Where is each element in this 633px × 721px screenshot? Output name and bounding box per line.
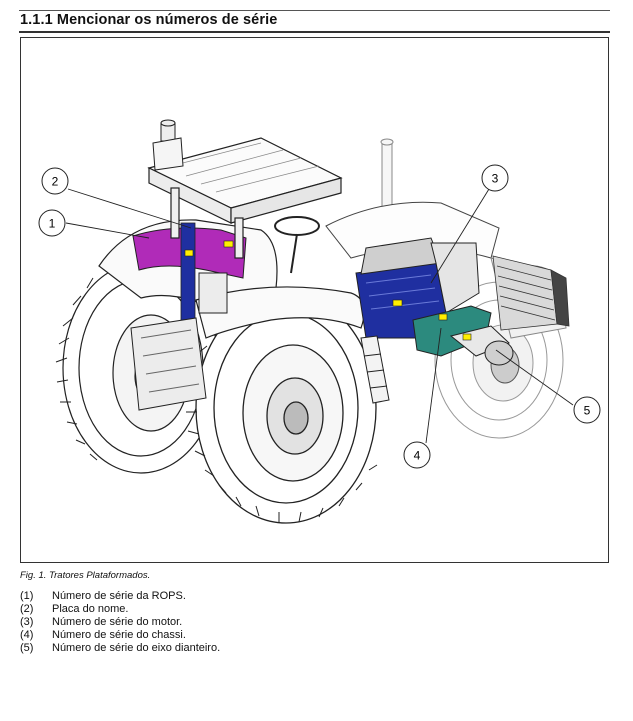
canopy-posts — [170, 187, 244, 259]
rops-post-left — [180, 222, 196, 324]
svg-text:3: 3 — [492, 172, 499, 186]
canopy — [147, 137, 343, 224]
legend-item: (4) Número de série do chassi. — [20, 629, 220, 642]
heading-rule — [19, 31, 610, 33]
steering-column — [290, 233, 298, 274]
section-heading: 1.1.1 Mencionar os números de série — [20, 12, 277, 28]
rear-hitch — [130, 272, 228, 411]
legend-text: Número de série do motor. — [52, 616, 183, 628]
svg-text:1: 1 — [49, 217, 56, 231]
front-axle — [449, 325, 514, 366]
legend-item: (1) Número de série da ROPS. — [20, 590, 220, 603]
legend-number: (5) — [20, 642, 34, 654]
top-rule — [19, 10, 610, 11]
label-tag-engine — [392, 299, 403, 307]
svg-text:5: 5 — [584, 404, 591, 418]
legend-number: (1) — [20, 590, 34, 602]
beacon-light — [152, 119, 184, 171]
legend-number: (4) — [20, 629, 34, 641]
legend-text: Placa do nome. — [52, 603, 129, 615]
section-title: Mencionar os números de série — [56, 12, 278, 28]
svg-text:2: 2 — [52, 175, 59, 189]
label-tag-rops — [184, 249, 194, 257]
rear-right-fender — [195, 286, 365, 339]
figure-caption: Fig. 1. Tratores Plataformados. — [20, 570, 151, 581]
legend-item: (3) Número de série do motor. — [20, 616, 220, 629]
label-tag-chassis — [438, 313, 448, 321]
legend-item: (2) Placa do nome. — [20, 603, 220, 616]
callout-1: 1 — [38, 209, 66, 237]
section-number: 1.1.1 — [20, 12, 53, 28]
front-grille — [492, 255, 570, 331]
tractor-figure: 1 2 3 4 5 — [20, 37, 609, 563]
legend-text: Número de série do chassi. — [52, 629, 186, 641]
label-tag-front-axle — [462, 333, 472, 341]
legend-item: (5) Número de série do eixo dianteiro. — [20, 642, 220, 655]
label-tag-nameplate — [223, 240, 234, 248]
legend-number: (2) — [20, 603, 34, 615]
callout-5: 5 — [573, 396, 601, 424]
steering-wheel — [274, 216, 320, 236]
callout-legend: (1) Número de série da ROPS. (2) Placa do … — [20, 590, 220, 655]
rear-left-tire-tread — [55, 277, 98, 461]
callout-4: 4 — [403, 441, 431, 469]
tractor-illustration: 1 2 3 4 5 — [38, 119, 601, 524]
legend-number: (3) — [20, 616, 34, 628]
svg-text:4: 4 — [414, 449, 421, 463]
legend-text: Número de série da ROPS. — [52, 590, 186, 602]
callout-leaders — [65, 188, 574, 444]
rear-right-tire — [195, 292, 377, 524]
callout-2: 2 — [41, 167, 69, 195]
legend-text: Número de série do eixo dianteiro. — [52, 642, 221, 654]
step-ladder — [360, 335, 390, 404]
callout-3: 3 — [481, 164, 509, 192]
